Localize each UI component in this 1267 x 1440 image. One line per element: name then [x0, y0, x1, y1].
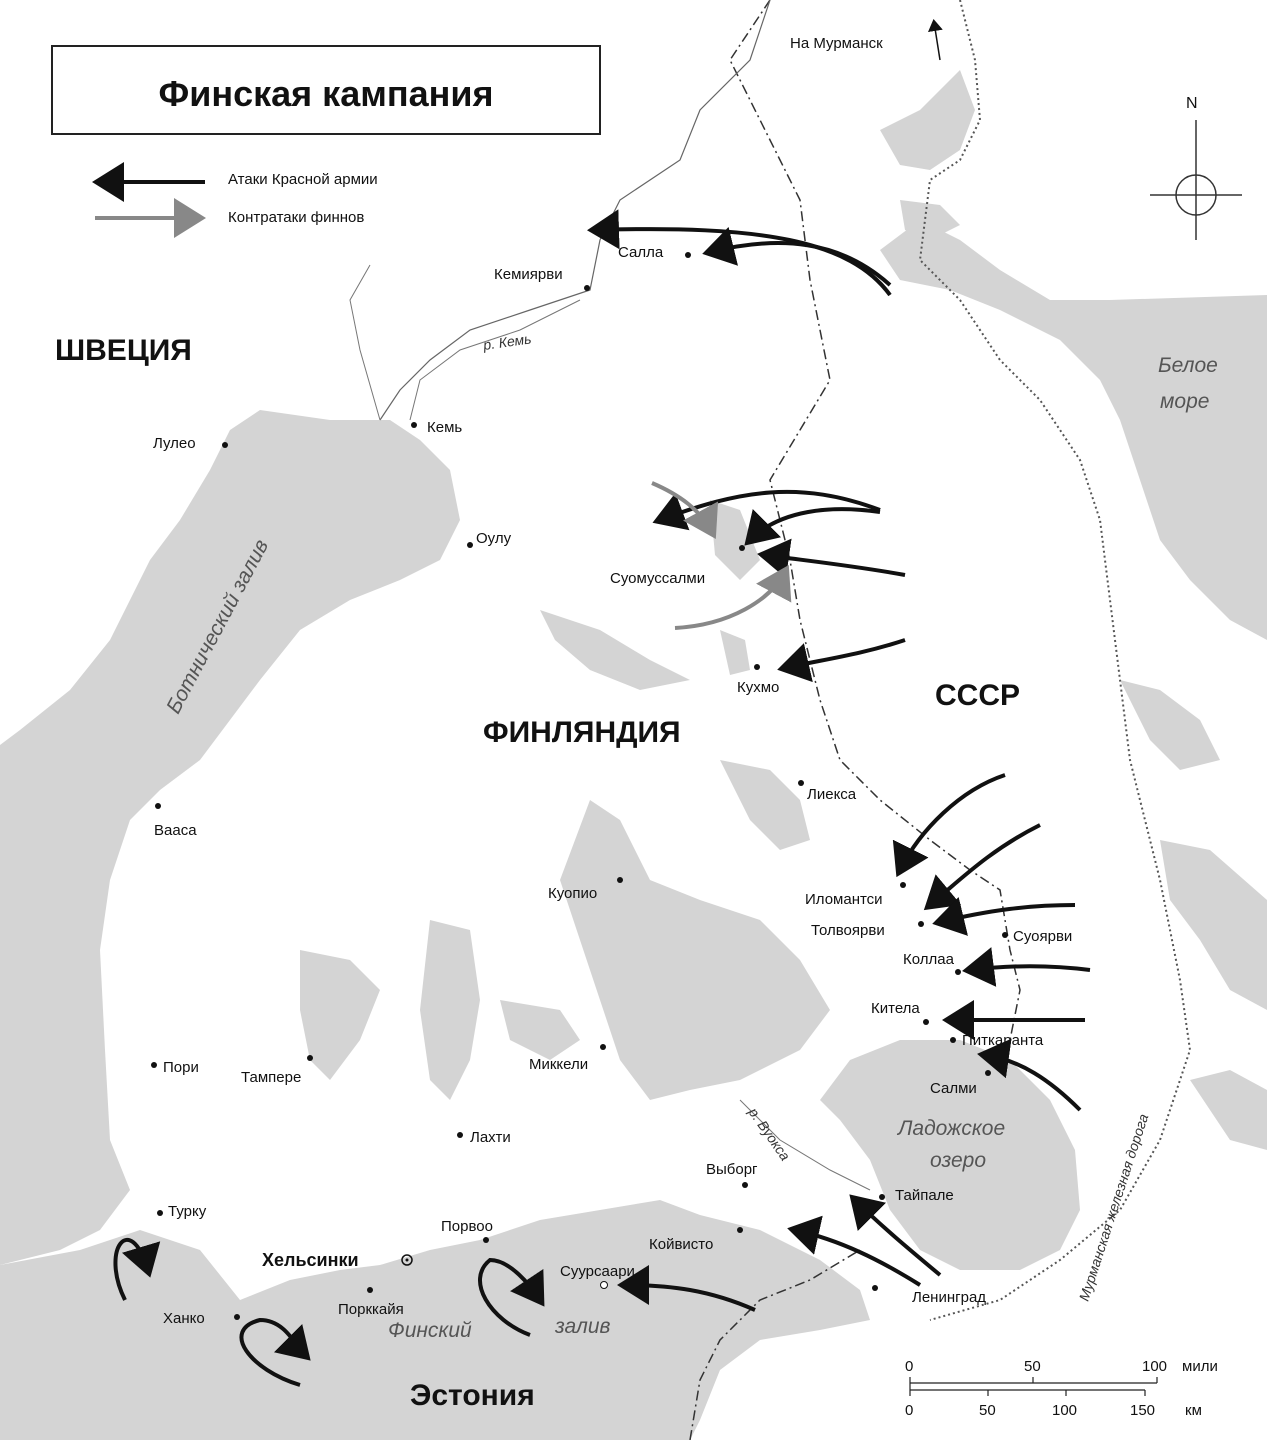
compass-icon: [1150, 120, 1242, 240]
city-turku: Турку: [168, 1203, 207, 1220]
city-oulu: Оулу: [476, 530, 512, 547]
scale-km-100: 100: [1052, 1402, 1077, 1419]
capital-marker-icon: [401, 1254, 413, 1266]
country-estonia: Эстония: [410, 1379, 535, 1412]
city-kitela: Кителa: [871, 1000, 920, 1017]
compass-north: N: [1186, 95, 1198, 112]
ladoga-label-2: озеро: [930, 1149, 986, 1172]
city-dots: [151, 252, 1008, 1320]
city-lieksa: Лиекса: [807, 786, 857, 803]
sweden-finland-border: [379, 0, 771, 421]
river-kem: [349, 264, 581, 421]
city-kemijarvi: Кемиярви: [494, 266, 563, 283]
city-porkkala: Порккайя: [338, 1301, 404, 1318]
city-leningrad: Ленинград: [912, 1289, 986, 1306]
suursaari-marker: [600, 1281, 608, 1289]
city-kem: Кемь: [427, 419, 462, 436]
title-box: [51, 45, 601, 135]
city-lulea: Лулео: [153, 435, 196, 452]
scale-km-0: 0: [905, 1402, 913, 1419]
scale-km-50: 50: [979, 1402, 996, 1419]
city-hanko: Ханко: [163, 1310, 205, 1327]
city-kollaa: Коллаа: [903, 951, 955, 968]
legend-red-label: Атаки Красной армии: [228, 171, 378, 188]
city-kuopio: Куопио: [548, 885, 597, 902]
city-salmi: Салми: [930, 1080, 977, 1097]
railway-label: Мурманская железная дорога: [1076, 1112, 1152, 1303]
city-pitkaranta: Питкаранта: [962, 1032, 1044, 1049]
country-finland: ФИНЛЯНДИЯ: [483, 716, 681, 749]
country-ussr: СССР: [935, 679, 1020, 712]
karelia-lakes: [1120, 680, 1267, 1150]
city-mikkeli: Миккели: [529, 1056, 588, 1073]
city-suojarvi: Суоярви: [1013, 928, 1072, 945]
legend-finn-label: Контратаки финнов: [228, 209, 364, 226]
white-sea-label-2: море: [1160, 390, 1209, 413]
scale-bar: [909, 1377, 1158, 1396]
city-vyborg: Выборг: [706, 1161, 758, 1178]
white-sea-label-1: Белое: [1158, 354, 1218, 377]
finland-lakes: [300, 500, 830, 1100]
river-kem-label: р. Кемь: [481, 330, 532, 353]
finnish-gulf-label-2: залив: [554, 1315, 610, 1338]
white-sea: [880, 220, 1267, 640]
city-ilomantsi: Иломантси: [805, 891, 883, 908]
scale-mi-50: 50: [1024, 1358, 1041, 1375]
ladoga-label-1: Ладожское: [896, 1117, 1005, 1140]
city-suursaari: Суурсаари: [560, 1263, 635, 1280]
river-vuoksa: [739, 1099, 871, 1191]
city-suomussalmi: Суомуссалми: [610, 570, 705, 587]
gulf-of-bothnia: [0, 410, 460, 1265]
scale-mi-unit: мили: [1182, 1358, 1218, 1375]
city-lahti: Лахти: [470, 1129, 511, 1146]
city-vaasa: Вааса: [154, 822, 197, 839]
city-tampere: Тампере: [241, 1069, 301, 1086]
city-porvoo: Порвоо: [441, 1218, 493, 1235]
map-title: Финская кампания: [159, 73, 494, 114]
gulf-of-finland: [0, 1200, 870, 1440]
scale-mi-0: 0: [905, 1358, 913, 1375]
scale-km-unit: км: [1185, 1402, 1202, 1419]
city-tolvajarvi: Толвоярви: [811, 922, 885, 939]
finn-counterattacks: [651, 481, 792, 630]
to-murmansk-label: На Мурманск: [790, 35, 883, 52]
finnish-gulf-label-1: Финский: [388, 1319, 472, 1342]
country-sweden: ШВЕЦИЯ: [55, 334, 192, 367]
kola-lakes: [880, 70, 975, 240]
lake-ladoga: [820, 1040, 1080, 1270]
city-koivisto: Койвисто: [649, 1236, 713, 1253]
red-army-attacks: [113, 209, 1091, 1387]
capital-helsinki: Хельсинки: [262, 1250, 359, 1270]
city-salla: Салла: [618, 244, 664, 261]
scale-km-150: 150: [1130, 1402, 1155, 1419]
city-pori: Пори: [163, 1059, 199, 1076]
city-taipale: Тайпале: [895, 1187, 954, 1204]
ussr-finland-border: [689, 0, 1021, 1440]
city-kuhmo: Кухмо: [737, 679, 779, 696]
river-vuoksa-label: р. Вуокса: [745, 1104, 794, 1164]
scale-mi-100: 100: [1142, 1358, 1167, 1375]
to-murmansk-arrow: [927, 19, 943, 61]
